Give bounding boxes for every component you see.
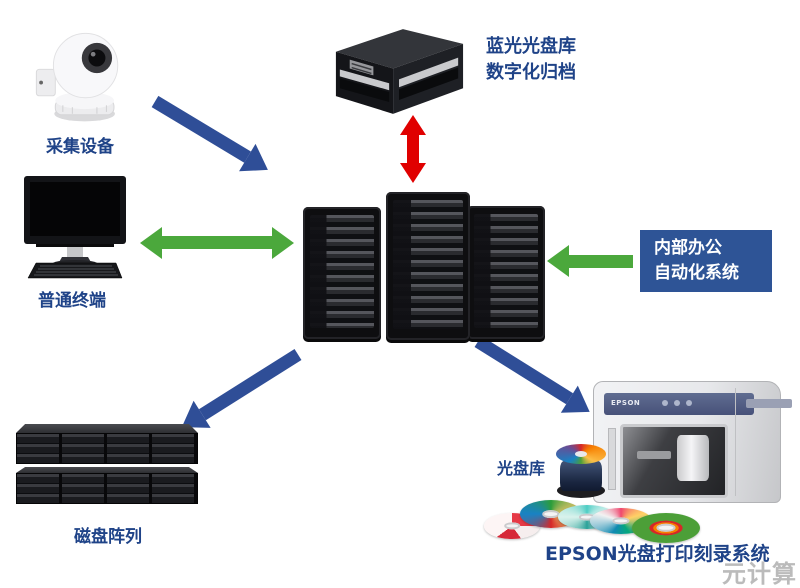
- server-rack-right-slats: [474, 214, 538, 328]
- disk-array-unit-1: [16, 424, 198, 464]
- spindle-stack: [560, 461, 602, 491]
- epson-door-hinge: [608, 428, 616, 490]
- arrow-terminal-servers: [162, 236, 272, 249]
- epson-robot-arm: [637, 451, 671, 459]
- epson-publisher-image: EPSON: [593, 381, 792, 503]
- bluray-library-label: 蓝光光盘库 数字化归档: [486, 34, 576, 86]
- arrow-servers-to-diskarray: [198, 348, 302, 421]
- epson-control-panel: EPSON: [604, 393, 792, 415]
- office-system-line1: 内部办公: [654, 238, 722, 258]
- disk-array-unit-2-bays: [16, 473, 198, 504]
- printed-disc: [632, 513, 700, 543]
- server-rack-left: [303, 207, 381, 339]
- bluray-label-line2: 数字化归档: [486, 62, 576, 83]
- camera-image: [35, 32, 119, 122]
- spindle-top-disc: [556, 444, 606, 464]
- server-rack-left-slats: [310, 215, 374, 328]
- terminal-label: 普通终端: [38, 291, 106, 311]
- disk-array-image: [16, 424, 198, 507]
- epson-logo: EPSON: [611, 399, 641, 407]
- server-rack-right: [467, 206, 545, 339]
- disc-library-label: 光盘库: [497, 459, 546, 478]
- server-rack-middle-slats: [393, 200, 463, 329]
- epson-open-bay: [620, 424, 728, 498]
- epson-button-icon: [674, 400, 680, 406]
- bluray-label-line1: 蓝光光盘库: [486, 36, 576, 57]
- arrow-servers-bluray: [407, 135, 419, 163]
- arrow-office-to-servers: [569, 255, 633, 268]
- disk-array-unit-1-bays: [16, 433, 198, 464]
- office-system-line2: 自动化系统: [654, 263, 739, 283]
- office-system-box: 内部办公 自动化系统: [640, 230, 772, 292]
- epson-disc-stack: [677, 435, 709, 481]
- watermark-text: 元计算: [722, 560, 797, 588]
- epson-system-label: EPSON光盘打印刻录系统: [545, 543, 770, 565]
- terminal-image: [24, 176, 126, 279]
- disk-array-unit-2: [16, 467, 198, 504]
- bluray-library-image: [335, 29, 464, 114]
- arrow-camera-to-servers: [151, 95, 251, 163]
- disc-spindle-image: [556, 444, 606, 498]
- server-rack-middle: [386, 192, 470, 340]
- disk-array-unit-1-top: [16, 424, 198, 433]
- disk-array-unit-2-top: [16, 467, 198, 473]
- epson-button-icon: [686, 400, 692, 406]
- arrow-servers-to-epson: [474, 335, 574, 405]
- epson-output-slot: [746, 399, 792, 408]
- epson-button-icon: [662, 400, 668, 406]
- disk-array-label: 磁盘阵列: [74, 527, 142, 547]
- epson-side-seam: [735, 388, 736, 496]
- capture-device-label: 采集设备: [46, 137, 114, 157]
